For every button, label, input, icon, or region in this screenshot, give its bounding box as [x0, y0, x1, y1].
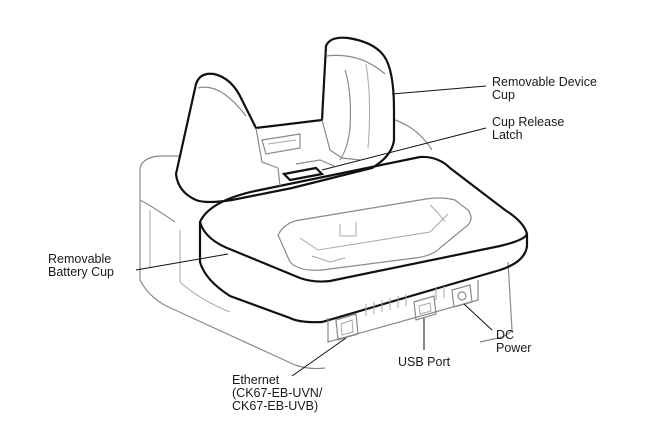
- label-dc-power: DC Power: [496, 328, 532, 355]
- leader-lines: [135, 85, 493, 377]
- dock-base: [139, 119, 513, 370]
- label-removable-battery-cup: Removable Battery Cup: [48, 252, 115, 279]
- device-cup: [174, 36, 396, 204]
- leader-dc-power: [463, 303, 493, 331]
- label-ethernet: Ethernet (CK67-EB-UVN/ CK67-EB-UVB): [232, 373, 323, 413]
- connector-panel: [327, 280, 479, 343]
- leader-release-latch: [321, 127, 487, 171]
- label-cup-release-latch: Cup Release Latch: [492, 115, 565, 142]
- ethernet-port-icon: [335, 313, 359, 341]
- usb-port-icon: [413, 295, 437, 321]
- leader-ethernet: [291, 337, 347, 377]
- dc-power-jack-icon: [451, 284, 473, 308]
- leader-battery-cup: [135, 253, 229, 271]
- leader-device-cup: [391, 85, 487, 95]
- battery-cup: [198, 155, 529, 324]
- label-usb-port: USB Port: [398, 355, 451, 369]
- label-removable-device-cup: Removable Device Cup: [492, 75, 597, 102]
